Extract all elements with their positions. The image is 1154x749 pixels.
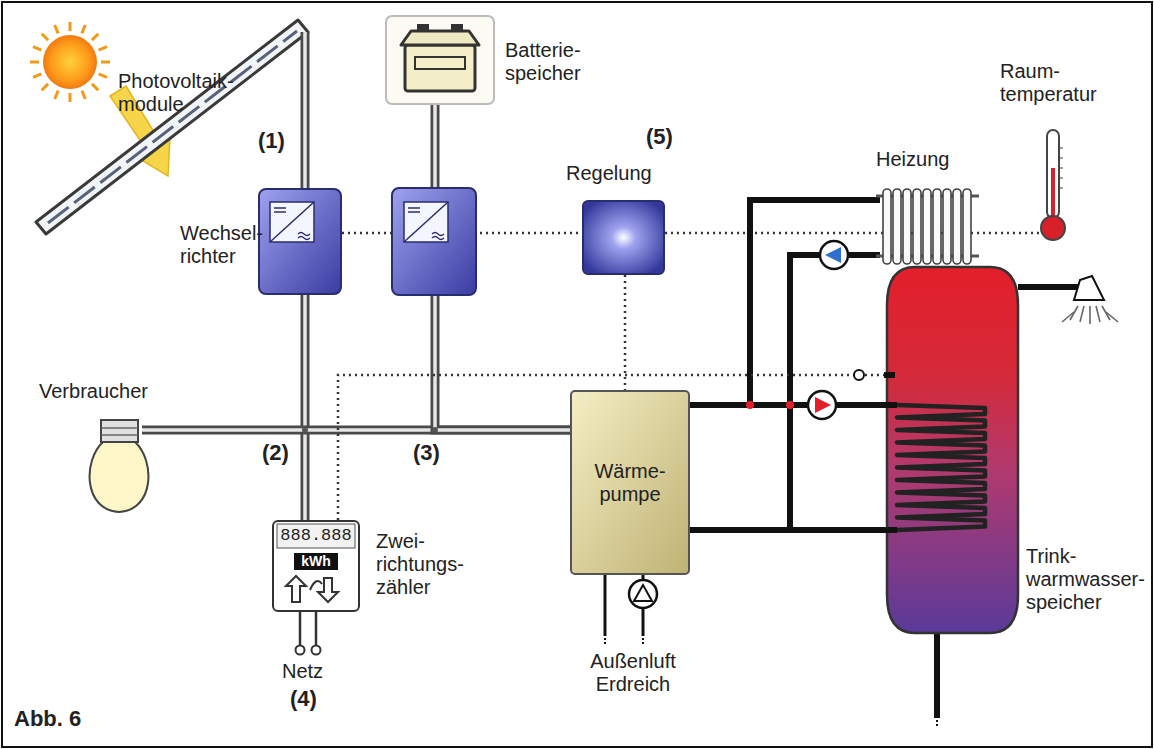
callout-number: (5) — [646, 124, 686, 149]
control-line — [665, 233, 1040, 234]
water-pipe — [690, 200, 880, 405]
consumer-bulb-shape — [97, 420, 142, 512]
source-pump — [629, 580, 657, 608]
circulation-pump — [808, 391, 836, 419]
controller-shape — [582, 200, 665, 275]
meter-digits: 888.888 — [278, 526, 354, 546]
radiator-shape — [880, 188, 975, 265]
control-line — [625, 275, 626, 390]
heading: Zwei- richtungs- zähler — [376, 530, 484, 599]
sun-rays — [30, 22, 110, 102]
heading: Heizung — [876, 148, 986, 171]
heading: Wechsel- richter — [180, 222, 260, 268]
pv-wire — [305, 32, 306, 190]
controller: Regelung — [582, 200, 665, 275]
hot-water-tank-shape — [885, 265, 1020, 635]
battery-storage-shape — [385, 15, 495, 105]
thermometer-shape — [1040, 128, 1066, 240]
figure-number: Abb. 6 — [14, 706, 104, 731]
junctions — [302, 401, 794, 433]
inverter: Wechsel- richter — [258, 188, 342, 295]
heading: Raum- temperatur — [1000, 60, 1118, 106]
inverter-shape — [258, 188, 342, 295]
battery-storage: Batterie- speicher — [385, 15, 495, 105]
hot-water-tank: Trink- warmwasser- speicher — [885, 265, 1020, 635]
callout-number: (3) — [413, 440, 453, 465]
component-label: Photovoltaik- module — [118, 70, 258, 116]
callout-number: (1) — [258, 128, 298, 153]
radiator: Heizung — [880, 188, 975, 265]
tank-sensor — [854, 370, 864, 380]
grid-label: Netz — [282, 660, 342, 683]
heating-pump — [820, 241, 848, 269]
unit-label: kWh — [294, 553, 338, 570]
heading: Regelung — [566, 162, 686, 185]
shower-head — [1062, 276, 1118, 324]
node-label: Wärme- pumpe — [580, 460, 680, 506]
sun — [43, 35, 97, 89]
inverter-battery — [392, 188, 476, 295]
callout-number: (4) — [290, 686, 330, 711]
heading: Batterie- speicher — [505, 39, 610, 85]
consumer-bulb: Verbraucher — [97, 420, 142, 512]
heat-pump: Wärme- pumpe — [570, 390, 690, 575]
grid-wires — [296, 610, 321, 655]
source-label: Außenluft Erdreich — [563, 650, 703, 696]
callout-number: (2) — [262, 440, 302, 465]
heading: Verbraucher — [39, 380, 169, 403]
power-wire — [305, 295, 306, 520]
thermometer: Raum- temperatur — [1040, 128, 1066, 240]
water-pipe — [690, 255, 880, 530]
heading: Trink- warmwasser- speicher — [1026, 545, 1148, 614]
bidirectional-meter: 888.888kWhZwei- richtungs- zähler — [272, 520, 360, 612]
